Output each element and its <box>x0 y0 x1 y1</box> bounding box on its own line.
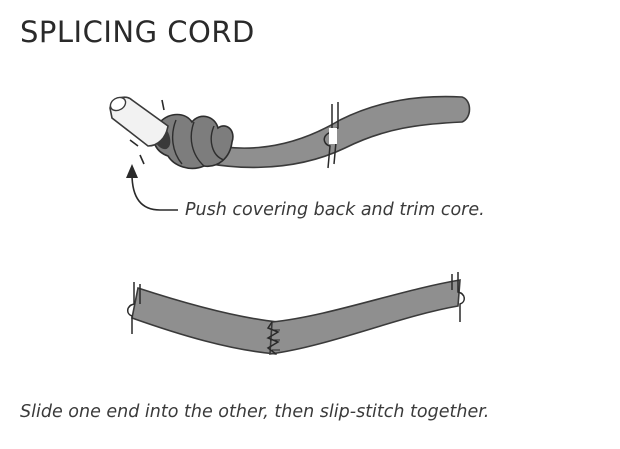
slip-stitch-seam <box>266 321 280 355</box>
break-mark-left <box>127 282 141 334</box>
cord-left-section <box>131 286 279 355</box>
step-1-illustration <box>109 95 471 211</box>
pointer-arrow <box>131 173 178 211</box>
step-2-caption: Slide one end into the other, then slip-… <box>20 402 490 422</box>
break-mark-right <box>451 272 465 322</box>
step-1-caption: Push covering back and trim core. <box>185 200 485 220</box>
page-title: SPLICING CORD <box>20 15 255 49</box>
step-2-illustration <box>127 272 465 355</box>
cord-right-section <box>269 279 461 355</box>
cord-body-1 <box>158 95 471 169</box>
